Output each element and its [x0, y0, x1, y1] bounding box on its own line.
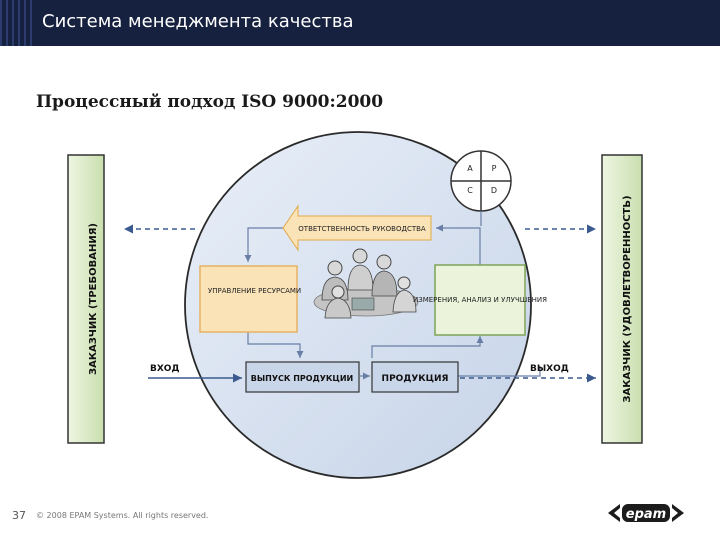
customer-requirements-bar [67, 154, 105, 444]
loop-measure-to-resp [436, 224, 481, 265]
resource-management-box [199, 265, 298, 333]
epam-logo: epam [608, 504, 684, 522]
copyright-text: © 2008 EPAM Systems. All rights reserved… [36, 511, 209, 520]
pdca-a: A [467, 164, 473, 173]
customer-satisfaction-bar [601, 154, 643, 444]
input-label: ВХОД [150, 364, 179, 374]
product-realization-label: ВЫПУСК ПРОДУКЦИИ [251, 374, 353, 383]
resource-management-label: УПРАВЛЕНИЕ РЕСУРСАМИ [208, 287, 301, 295]
team-illustration [313, 248, 419, 319]
customer-satisfaction-label: ЗАКАЗЧИК (УДОВЛЕТВОРЕННОСТЬ) [622, 195, 633, 402]
customer-requirements-label: ЗАКАЗЧИК (ТРЕБОВАНИЯ) [88, 223, 99, 375]
slide-subtitle: Процессный подход ISO 9000:2000 [36, 92, 384, 112]
loop-resources-to-realization [247, 332, 304, 358]
product-box [371, 361, 459, 393]
loop-product-to-measure [371, 336, 484, 358]
page-number: 37 [12, 509, 26, 522]
measurement-box [434, 264, 526, 336]
header-bar: Система менеджмента качества [0, 0, 720, 46]
header-stripes [0, 0, 36, 46]
output-label: ВЫХОД [530, 364, 569, 374]
product-label: ПРОДУКЦИЯ [382, 374, 449, 384]
management-responsibility-arrow [282, 204, 432, 252]
pdca-c: C [467, 186, 473, 195]
measurement-label: ИЗМЕРЕНИЯ, АНАЛИЗ И УЛУЧШЕНИЯ [413, 296, 547, 304]
management-responsibility-label: ОТВЕТСТВЕННОСТЬ РУКОВОДСТВА [298, 225, 426, 233]
product-output-line [458, 366, 541, 377]
pdca-cycle: A P C D [450, 150, 512, 212]
pdca-p: P [492, 164, 497, 173]
loop-resp-to-resources [244, 227, 283, 262]
pdca-d: D [491, 186, 497, 195]
header-title: Система менеджмента качества [42, 11, 354, 32]
product-realization-box [245, 361, 360, 393]
logo-text: epam [626, 507, 666, 522]
